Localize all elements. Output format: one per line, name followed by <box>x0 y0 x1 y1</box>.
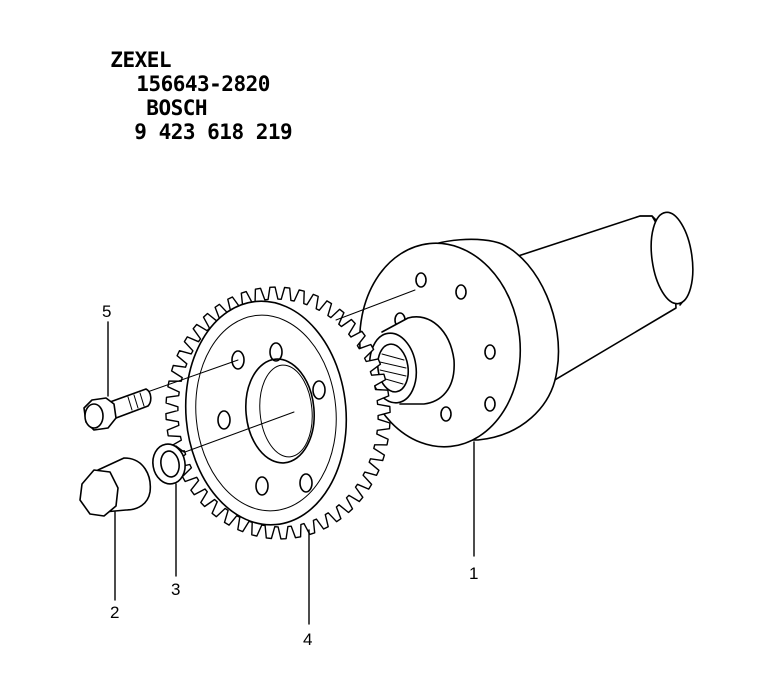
gear-hole <box>299 473 313 493</box>
gear-bore-depth <box>259 364 313 458</box>
gear-face <box>184 300 348 526</box>
flange-hole <box>455 284 467 300</box>
callout-4: 4 <box>303 630 312 649</box>
part-3-washer <box>152 443 186 577</box>
part-5-bolt <box>83 321 152 431</box>
gear-hole <box>255 476 269 496</box>
bore-thread <box>379 353 407 385</box>
brand-bosch: BOSCH <box>146 96 208 120</box>
callout-5: 5 <box>102 302 111 321</box>
nut-hex-face <box>79 469 119 517</box>
flange-hole <box>484 396 496 412</box>
flange-hole <box>484 344 496 360</box>
gear-hole <box>217 410 231 430</box>
callout-1: 1 <box>469 564 478 583</box>
hub-boss-bore <box>376 343 410 393</box>
gear-hole <box>231 350 245 370</box>
hub-shaft-end-face <box>650 211 694 305</box>
flange-hole <box>415 272 427 288</box>
gear-web-inner <box>195 314 337 512</box>
part-1-hub <box>358 211 694 557</box>
part-2-nut <box>79 457 152 601</box>
part-4-gear <box>165 286 391 625</box>
assembly-axis-lines <box>135 289 416 453</box>
gear-hole <box>312 380 326 400</box>
washer-inner <box>160 450 180 478</box>
brand-zexel: ZEXEL <box>110 48 172 72</box>
zexel-part-number: 156643-2820 <box>136 72 270 96</box>
gear-center-bore <box>245 358 315 464</box>
bosch-part-number: 9 423 618 219 <box>134 120 293 144</box>
flange-hole <box>440 406 452 422</box>
washer-split <box>175 445 185 453</box>
callout-2: 2 <box>110 603 119 622</box>
callout-labels: 1 2 3 4 5 <box>102 302 478 649</box>
callout-3: 3 <box>171 580 180 599</box>
bolt-head-face <box>84 403 104 429</box>
gear-hole <box>269 342 283 362</box>
bolt-thread <box>127 392 145 411</box>
part-number-header: ZEXEL 156643-2820 BOSCH 9 423 618 219 <box>86 24 292 144</box>
